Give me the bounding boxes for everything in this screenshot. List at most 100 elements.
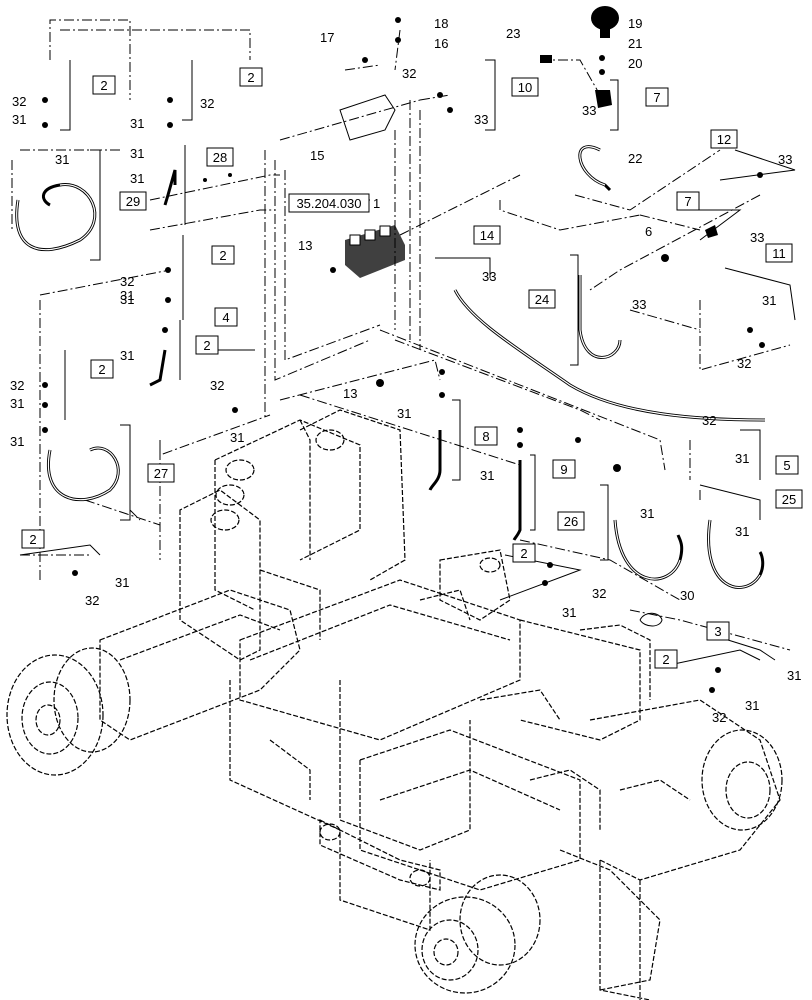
callout-number: 23 xyxy=(506,26,520,41)
callout-label: 29 xyxy=(126,194,140,209)
callout-number: 16 xyxy=(434,36,448,51)
callout-box-10: 10 xyxy=(511,77,539,97)
callout-number: 1 xyxy=(373,196,380,211)
callout-number: 31 xyxy=(762,293,776,308)
callout-box-7b: 7 xyxy=(676,191,700,211)
callout-box-2h: 2 xyxy=(654,649,678,669)
callout-number: 31 xyxy=(745,698,759,713)
callout-number: 31 xyxy=(397,406,411,421)
callout-label: 26 xyxy=(564,514,578,529)
callout-box-24: 24 xyxy=(528,289,556,309)
callout-number: 31 xyxy=(10,434,24,449)
callout-label: 2 xyxy=(662,652,669,667)
callout-box-2e: 2 xyxy=(195,335,219,355)
callout-number: 31 xyxy=(120,288,134,303)
callout-label: 2 xyxy=(29,532,36,547)
callout-box-2g: 2 xyxy=(512,543,536,563)
callout-label: 4 xyxy=(222,310,229,325)
machine-frame xyxy=(6,409,783,1000)
leader-lines xyxy=(11,19,791,651)
callout-box-2b: 2 xyxy=(239,67,263,87)
callout-number: 32 xyxy=(702,413,716,428)
callout-box-9: 9 xyxy=(552,459,576,479)
callout-box-section-ref: 35.204.030 xyxy=(288,193,370,213)
callout-label: 2 xyxy=(219,248,226,263)
callout-label: 2 xyxy=(98,362,105,377)
callout-number: 32 xyxy=(592,586,606,601)
callout-number: 32 xyxy=(10,378,24,393)
callout-number: 32 xyxy=(12,94,26,109)
callout-labels: 2 2 2 2 2 2 2 2 3 4 5 7 7 8 9 10 11 12 1… xyxy=(10,16,803,725)
callout-label: 12 xyxy=(717,132,731,147)
callout-label: 8 xyxy=(482,429,489,444)
callout-number: 13 xyxy=(298,238,312,253)
callout-number: 33 xyxy=(482,269,496,284)
callout-number: 33 xyxy=(632,297,646,312)
callout-box-8: 8 xyxy=(474,426,498,446)
callout-number: 31 xyxy=(735,524,749,539)
callout-label: 35.204.030 xyxy=(296,196,361,211)
callout-number: 6 xyxy=(645,224,652,239)
callout-number: 31 xyxy=(480,468,494,483)
callout-number: 33 xyxy=(582,103,596,118)
callout-number: 31 xyxy=(12,112,26,127)
hoses xyxy=(15,145,766,589)
callout-box-28: 28 xyxy=(206,147,234,167)
callout-number: 15 xyxy=(310,148,324,163)
callout-number: 18 xyxy=(434,16,448,31)
callout-label: 2 xyxy=(203,338,210,353)
callout-number: 33 xyxy=(778,152,792,167)
callout-number: 31 xyxy=(130,171,144,186)
callout-box-14: 14 xyxy=(473,225,501,245)
callout-label: 25 xyxy=(782,492,796,507)
callout-number: 30 xyxy=(680,588,694,603)
callout-box-11: 11 xyxy=(765,243,793,263)
callout-box-26: 26 xyxy=(557,511,585,531)
callout-number: 20 xyxy=(628,56,642,71)
callout-box-5: 5 xyxy=(775,455,799,475)
callout-label: 2 xyxy=(247,70,254,85)
callout-box-3: 3 xyxy=(706,621,730,641)
callout-label: 7 xyxy=(684,194,691,209)
callout-label: 3 xyxy=(714,624,721,639)
callout-label: 14 xyxy=(480,228,494,243)
callout-label: 28 xyxy=(213,150,227,165)
callout-number: 17 xyxy=(320,30,334,45)
callout-label: 7 xyxy=(653,90,660,105)
callout-number: 32 xyxy=(712,710,726,725)
callout-box-25: 25 xyxy=(775,489,803,509)
callout-box-2a: 2 xyxy=(92,75,116,95)
callout-box-29: 29 xyxy=(119,191,147,211)
callout-number: 32 xyxy=(402,66,416,81)
callout-box-27: 27 xyxy=(147,463,175,483)
callout-label: 24 xyxy=(535,292,549,307)
callout-number: 31 xyxy=(120,348,134,363)
callout-number: 32 xyxy=(85,593,99,608)
callout-number: 33 xyxy=(750,230,764,245)
callout-number: 31 xyxy=(562,605,576,620)
callout-number: 32 xyxy=(120,274,134,289)
callout-number: 31 xyxy=(55,152,69,167)
callout-box-2c: 2 xyxy=(211,245,235,265)
callout-label: 10 xyxy=(518,80,532,95)
callout-number: 31 xyxy=(230,430,244,445)
callout-number: 32 xyxy=(200,96,214,111)
callout-box-4: 4 xyxy=(214,307,238,327)
callout-number: 31 xyxy=(115,575,129,590)
callout-number: 31 xyxy=(120,292,134,307)
callout-number: 31 xyxy=(130,116,144,131)
callout-number: 32 xyxy=(737,356,751,371)
callout-box-12: 12 xyxy=(710,129,738,149)
callout-number: 13 xyxy=(343,386,357,401)
callout-number: 31 xyxy=(10,396,24,411)
callout-box-2f: 2 xyxy=(21,529,45,549)
callout-label: 2 xyxy=(520,546,527,561)
callout-number: 33 xyxy=(474,112,488,127)
small-parts xyxy=(42,6,765,693)
callout-label: 11 xyxy=(772,246,786,261)
callout-number: 31 xyxy=(735,451,749,466)
callout-box-7a: 7 xyxy=(645,87,669,107)
callout-label: 9 xyxy=(560,462,567,477)
callout-box-2d: 2 xyxy=(90,359,114,379)
